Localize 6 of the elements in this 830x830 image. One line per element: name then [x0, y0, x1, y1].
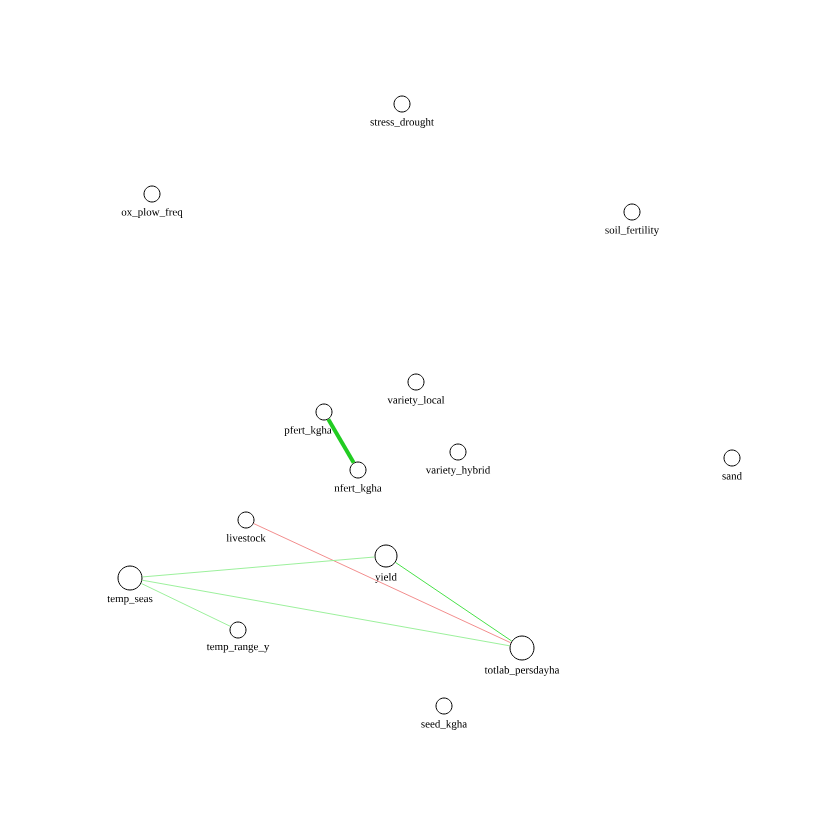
edge-line: [142, 556, 375, 578]
edge-line: [253, 523, 512, 644]
edge-line: [395, 562, 513, 642]
edge-line: [326, 418, 356, 464]
edge-line: [141, 579, 511, 647]
edge-line: [140, 582, 231, 627]
